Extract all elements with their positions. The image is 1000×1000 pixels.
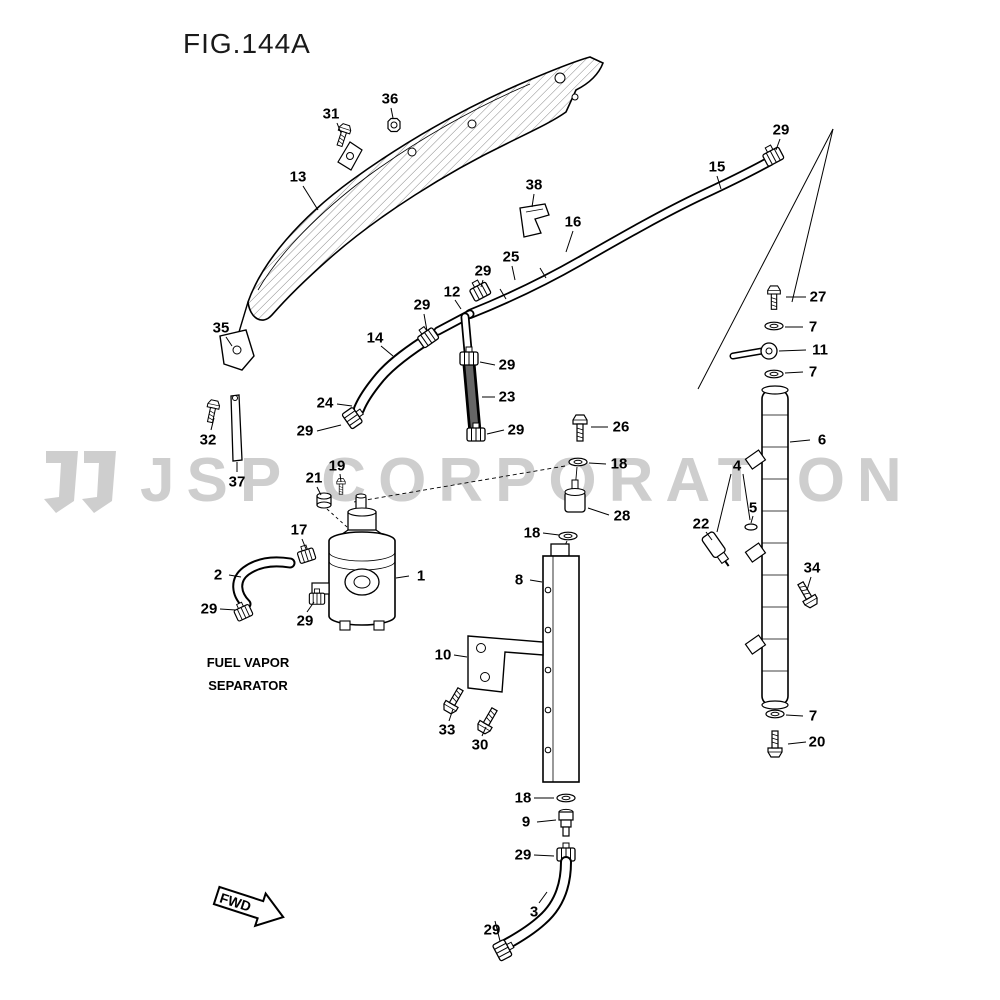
bolt-34-icon bbox=[793, 579, 821, 610]
bolt-27-icon bbox=[767, 285, 781, 310]
clip-38 bbox=[519, 203, 550, 238]
banjo-fitting-11 bbox=[729, 342, 778, 360]
cover-bracket-13 bbox=[235, 56, 605, 343]
grommet-21 bbox=[316, 492, 332, 509]
hose-23 bbox=[462, 357, 482, 439]
bracket-35 bbox=[219, 329, 255, 371]
fuel-rail-6 bbox=[744, 385, 789, 710]
washer-18-3-icon bbox=[556, 793, 576, 803]
washer-7-3-icon bbox=[765, 709, 785, 719]
pipe-assy-8 bbox=[542, 543, 580, 783]
fuel-vapor-separator-1 bbox=[311, 493, 396, 631]
clamp-29-4-icon bbox=[459, 346, 479, 366]
hose-24 bbox=[353, 330, 438, 415]
figure-title: FIG.144A bbox=[183, 28, 311, 59]
washer-18-2-icon bbox=[558, 531, 578, 541]
leader-lines bbox=[210, 107, 812, 942]
bracket-10 bbox=[467, 635, 544, 693]
injector-22 bbox=[701, 531, 730, 567]
oring-5-icon bbox=[744, 523, 758, 531]
damper-28 bbox=[564, 479, 586, 513]
washer-18-1-icon bbox=[568, 457, 588, 467]
jsp-logo-icon bbox=[44, 451, 116, 513]
strap-37 bbox=[230, 394, 243, 462]
washer-7-1-icon bbox=[764, 321, 784, 331]
bolt-30-icon bbox=[474, 705, 502, 736]
bolt-26-icon bbox=[572, 414, 588, 442]
clamp-17-icon bbox=[295, 542, 317, 565]
hose-3 bbox=[499, 856, 572, 951]
nut-36-icon bbox=[387, 117, 401, 133]
fuel-vapor-separator-label: FUEL VAPOR SEPARATOR bbox=[206, 655, 290, 693]
valve-9 bbox=[558, 808, 574, 837]
clamp-29-2-icon bbox=[466, 276, 492, 303]
fwd-arrow: FWD bbox=[212, 885, 285, 928]
bolt-32-icon bbox=[203, 398, 221, 424]
fuel-hose-15-16 bbox=[465, 156, 775, 319]
hose-2 bbox=[232, 556, 296, 610]
washer-7-2-icon bbox=[764, 369, 784, 379]
bolt-33-icon bbox=[440, 685, 468, 716]
bolt-20-icon bbox=[767, 730, 783, 758]
